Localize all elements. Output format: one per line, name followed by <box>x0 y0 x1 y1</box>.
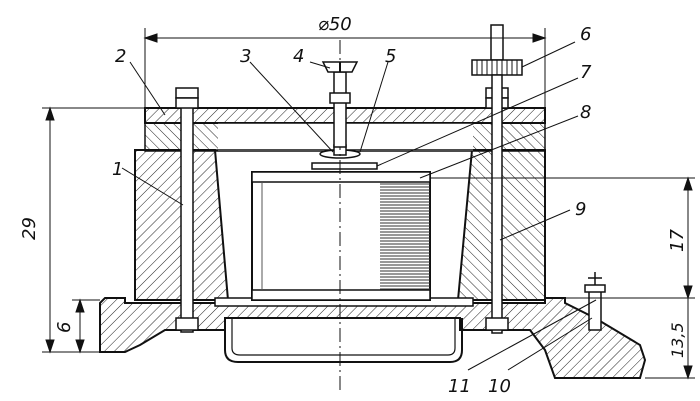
callout-7: 7 <box>580 62 592 83</box>
dim-height-total: 29 <box>19 217 40 240</box>
bottom-bracket <box>224 318 463 363</box>
center-screw <box>321 61 359 148</box>
callout-10: 10 <box>488 376 511 397</box>
dim-height-coil: 17 <box>667 229 688 252</box>
callout-4: 4 <box>293 46 304 67</box>
callout-6: 6 <box>580 24 591 45</box>
callout-11: 11 <box>448 376 471 397</box>
callout-8: 8 <box>580 102 591 123</box>
dimension-lines <box>42 28 695 380</box>
callout-1: 1 <box>112 159 123 180</box>
callout-9: 9 <box>575 199 586 220</box>
dim-height-base: 6 <box>54 322 75 333</box>
armature-plate <box>311 162 378 170</box>
coil <box>251 171 431 301</box>
leader-lines <box>121 41 597 371</box>
terminal-screw <box>471 24 523 334</box>
callout-2: 2 <box>115 46 126 67</box>
callout-5: 5 <box>385 46 396 67</box>
callout-3: 3 <box>240 46 251 67</box>
dim-height-foot: 13,5 <box>668 322 687 358</box>
dim-diameter: ⌀50 <box>318 14 352 35</box>
adjust-screw <box>584 272 606 331</box>
left-bolt <box>175 87 199 333</box>
